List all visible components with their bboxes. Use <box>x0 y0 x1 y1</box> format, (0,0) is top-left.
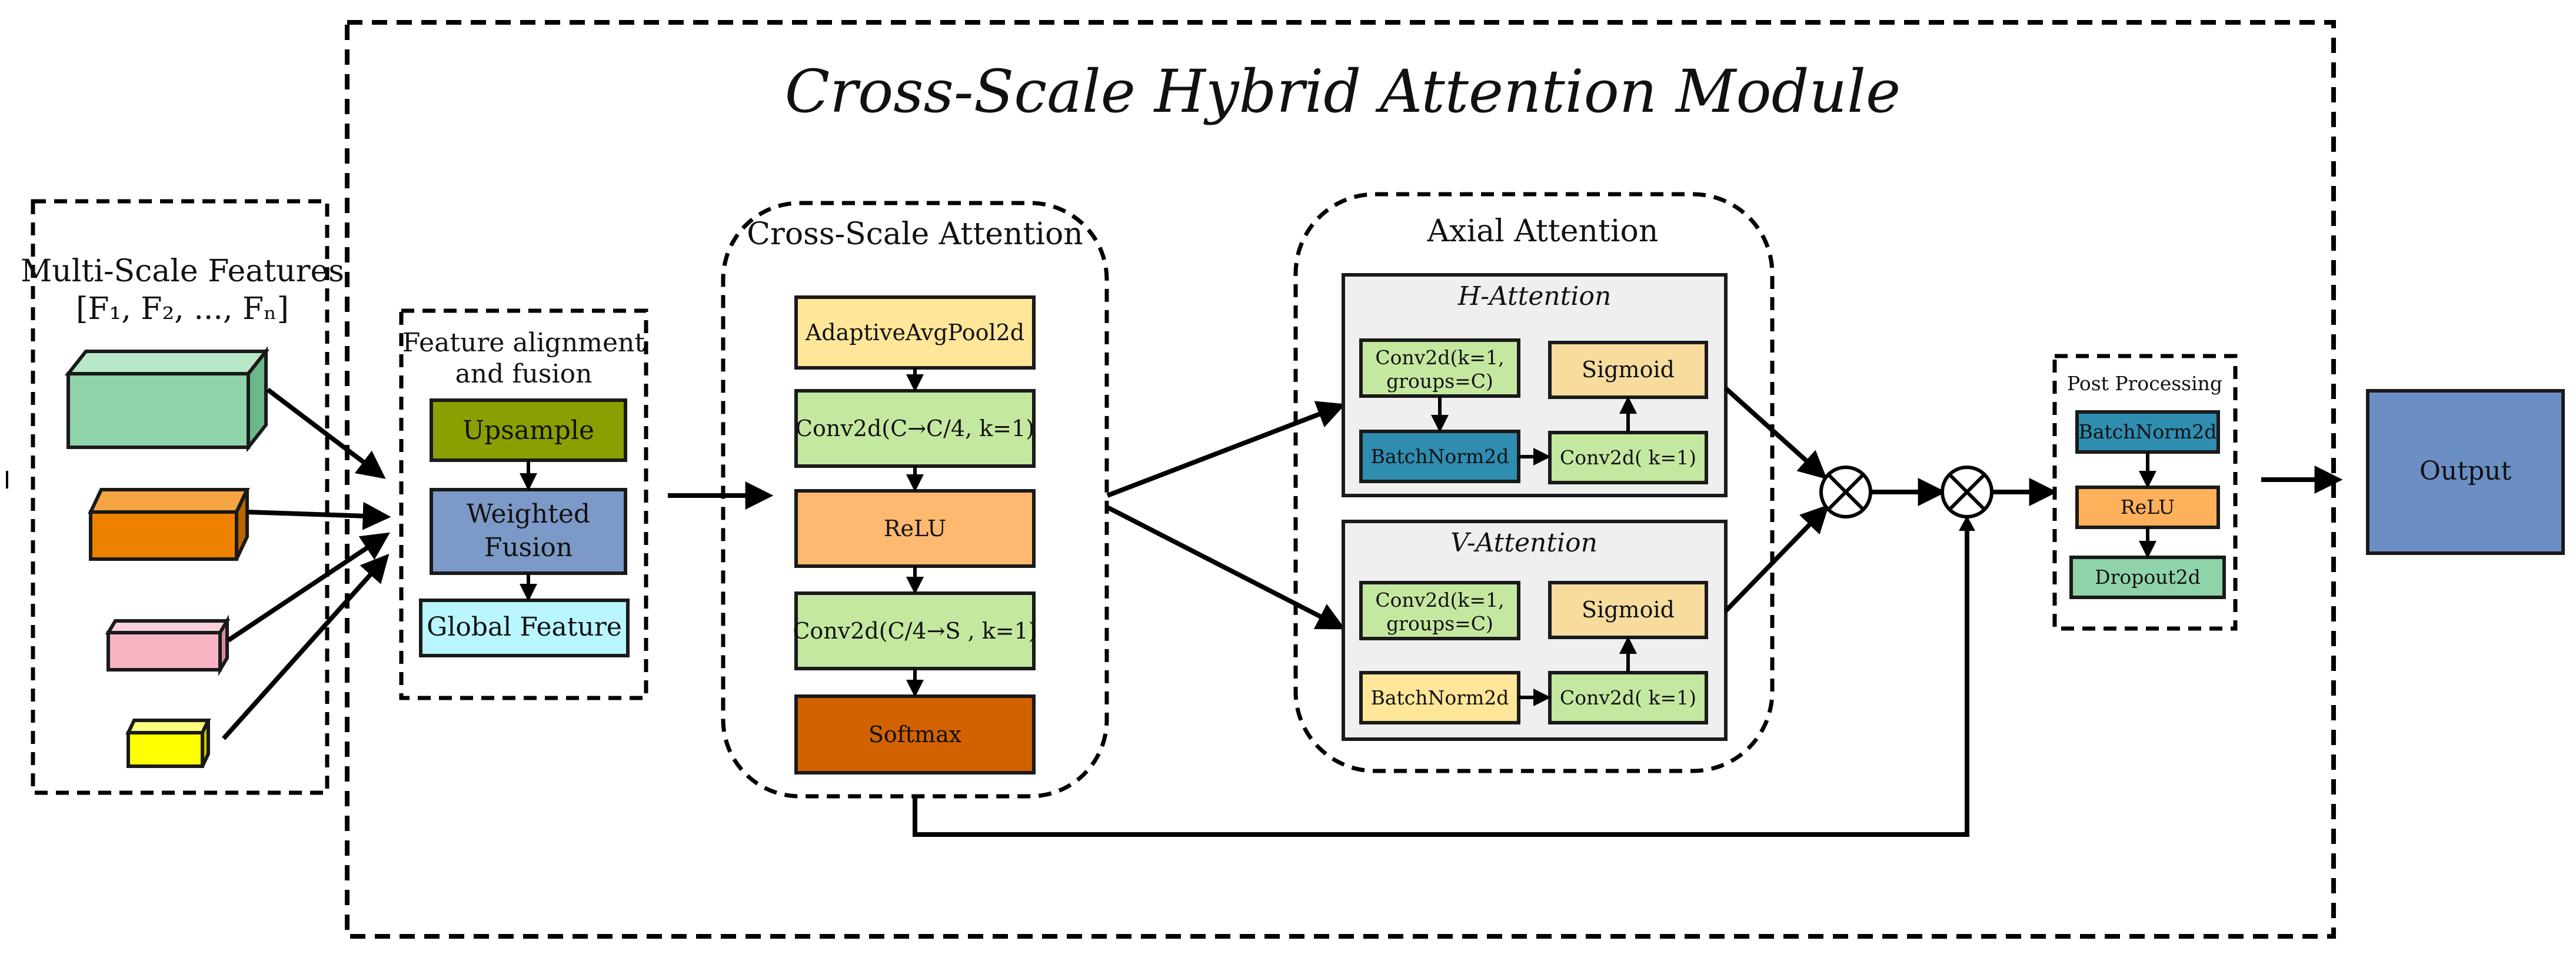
feature-cube-4 <box>125 719 211 768</box>
module-border <box>345 20 2336 939</box>
h-conv-groups-label-line2: groups=C) <box>1386 370 1493 393</box>
arrow-cross-scale-to-v-attention <box>1106 505 1346 630</box>
conv-reduce-label: Conv2d(C→C/4, k=1) <box>796 415 1034 441</box>
v-conv-label: Conv2d( k=1) <box>1560 686 1696 709</box>
axial-group-border <box>1293 192 1775 773</box>
conv-reduce-block <box>794 389 1036 468</box>
arrow-cube3-to-fusion <box>227 532 390 643</box>
arrow-cube4-to-fusion <box>222 553 390 740</box>
v-conv-groups-label-line2: groups=C) <box>1386 612 1493 635</box>
v-conv-groups-label-line1: Conv2d(k=1, <box>1375 589 1504 611</box>
h-batchnorm-label: BatchNorm2d <box>1371 445 1509 468</box>
global-feature-label: Global Feature <box>427 612 622 642</box>
post-relu-label: ReLU <box>2121 496 2175 518</box>
multiply-node-1 <box>1819 466 1872 518</box>
post-processing-group-border <box>2052 354 2238 631</box>
v-batchnorm-label: BatchNorm2d <box>1371 686 1509 709</box>
relu-label: ReLU <box>884 516 946 541</box>
arrow-cross-scale-to-h-attention <box>1106 401 1346 498</box>
output-block <box>2366 389 2565 555</box>
softmax-block <box>794 694 1036 774</box>
output-label: Output <box>2419 456 2512 486</box>
upsample-block <box>430 398 627 462</box>
conv-expand-label: Conv2d(C/4→S , k=1) <box>793 618 1037 644</box>
feature-cube-2 <box>88 488 250 561</box>
weighted-fusion-label-line1: Weighted <box>467 499 590 529</box>
adaptive-avg-pool-block <box>794 295 1036 370</box>
h-conv-groups-block <box>1359 338 1520 398</box>
post-batchnorm-block <box>2075 410 2220 454</box>
fusion-title-line2: and fusion <box>455 359 593 389</box>
post-batchnorm-label: BatchNorm2d <box>2079 420 2217 443</box>
conv-expand-block <box>794 591 1036 670</box>
v-conv-groups-block <box>1359 581 1520 640</box>
weighted-fusion-label-line2: Fusion <box>484 533 573 563</box>
adaptive-avg-pool-label: AdaptiveAvgPool2d <box>805 320 1024 345</box>
post-dropout-block <box>2069 556 2226 599</box>
h-attention-title: H-Attention <box>1457 281 1612 311</box>
h-conv-groups-label-line1: Conv2d(k=1, <box>1375 346 1504 369</box>
cross-scale-title: Cross-Scale Attention <box>747 217 1083 252</box>
softmax-label: Softmax <box>868 722 961 747</box>
upsample-label: Upsample <box>462 415 594 446</box>
h-sigmoid-block <box>1548 341 1708 399</box>
v-attention-title: V-Attention <box>1450 528 1597 558</box>
feature-cube-3 <box>105 614 231 676</box>
module-title: Cross-Scale Hybrid Attention Module <box>785 57 1901 126</box>
h-sigmoid-label: Sigmoid <box>1582 357 1675 383</box>
arrow-cube2-to-fusion <box>247 501 391 530</box>
arrow-v-to-multiply <box>1724 504 1829 613</box>
feature-cube-1 <box>64 346 270 453</box>
multiscale-sub-label: [F₁, F₂, ..., Fₙ] <box>76 291 289 327</box>
post-dropout-label: Dropout2d <box>2095 566 2201 589</box>
v-sigmoid-label: Sigmoid <box>1582 597 1675 623</box>
axial-title: Axial Attention <box>1427 214 1659 249</box>
skip-connection-arrowhead <box>1959 516 1975 531</box>
multiply-node-2 <box>1941 466 1993 518</box>
arrow-cube1-to-fusion <box>266 387 386 479</box>
arrow-h-to-multiply <box>1724 387 1828 480</box>
h-conv-label: Conv2d( k=1) <box>1560 446 1696 469</box>
post-processing-title: Post Processing <box>2067 372 2222 395</box>
multiscale-label: Multi-Scale Features <box>21 254 344 289</box>
global-feature-block <box>419 599 630 657</box>
skip-connection-line <box>913 521 1969 837</box>
fusion-title-line1: Feature alignment <box>402 328 645 358</box>
fusion-group-border <box>399 308 648 700</box>
